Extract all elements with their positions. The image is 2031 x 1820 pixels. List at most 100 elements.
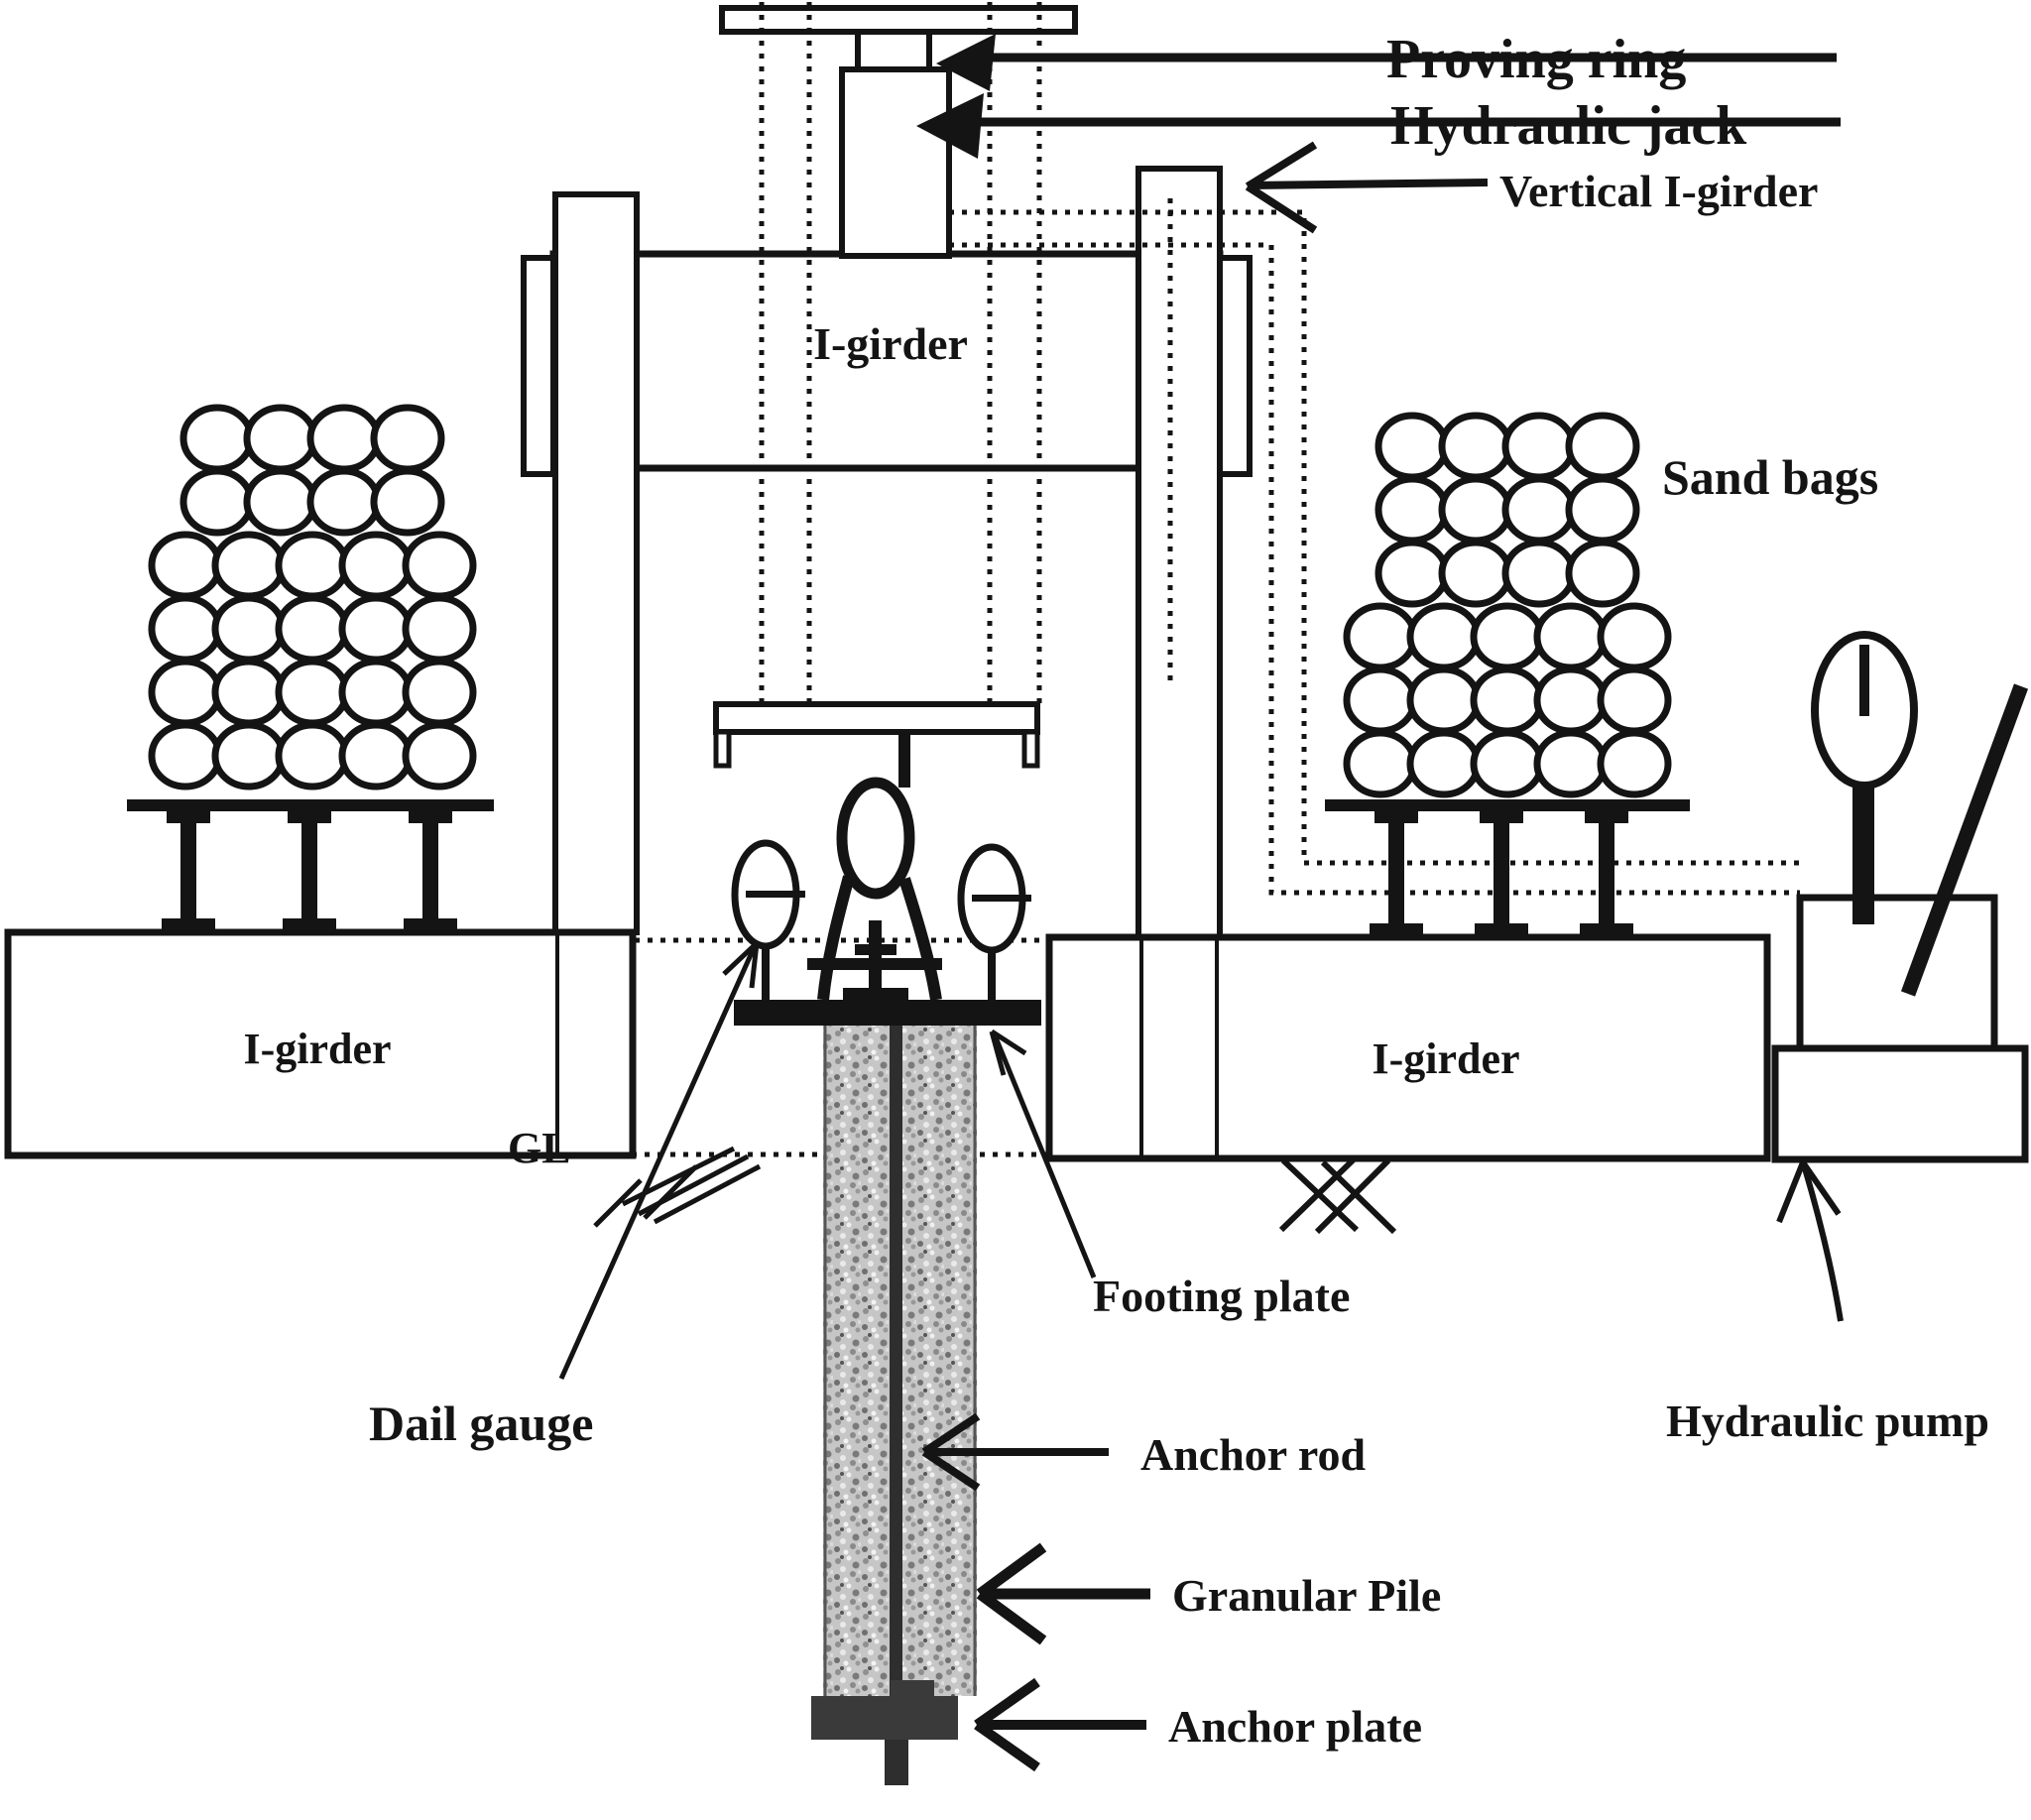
sand-bag bbox=[1438, 539, 1513, 608]
right-box-hatch-4 bbox=[1320, 1159, 1397, 1235]
label-dail-gauge: Dail gauge bbox=[369, 1395, 593, 1451]
sand-bag-stack-left bbox=[148, 404, 477, 790]
sand-bag bbox=[211, 658, 287, 727]
sand-bag bbox=[1406, 666, 1482, 735]
pump-gauge-stem bbox=[1852, 787, 1874, 924]
sand-bag bbox=[179, 404, 255, 473]
sand-bag bbox=[243, 404, 318, 473]
sand-bag bbox=[148, 594, 223, 664]
pump-leader-line bbox=[1802, 1167, 1844, 1322]
hydraulic-hose-1 bbox=[949, 209, 1800, 866]
ibeam-support bbox=[288, 811, 331, 823]
platform-right bbox=[1325, 799, 1690, 811]
sand-bag bbox=[306, 467, 382, 537]
sand-bag bbox=[1565, 412, 1640, 481]
sand-bag bbox=[1597, 729, 1672, 798]
platform-left bbox=[127, 799, 494, 811]
sand-bag bbox=[1406, 729, 1482, 798]
bottom-igirder-left bbox=[4, 928, 637, 1159]
sand-bag bbox=[275, 658, 350, 727]
sand-bag bbox=[275, 531, 350, 600]
label-footing-plate: Footing plate bbox=[1093, 1271, 1350, 1321]
sand-bag-platforms bbox=[127, 799, 1690, 811]
platform-supports-left bbox=[162, 811, 457, 932]
ibeam-support bbox=[1475, 923, 1528, 937]
labels: Proving ring Hydraulic jack Vertical I-g… bbox=[243, 29, 1988, 1752]
ibeam-support bbox=[1388, 823, 1404, 923]
sand-bag bbox=[370, 467, 445, 537]
hydraulic-jack-arrowhead bbox=[916, 93, 984, 159]
anchor-plate-arrowhead-b bbox=[974, 1720, 1040, 1772]
ibeam-support bbox=[1599, 823, 1614, 923]
footing-plate-leader bbox=[993, 1036, 1097, 1278]
label-anchor-plate: Anchor plate bbox=[1168, 1701, 1422, 1752]
gl-hatch-5 bbox=[653, 1163, 762, 1225]
sand-bag bbox=[338, 721, 414, 790]
label-hydraulic-jack: Hydraulic jack bbox=[1390, 95, 1747, 157]
sand-bag bbox=[148, 721, 223, 790]
dial-gauge-arrowhead-a bbox=[722, 941, 759, 976]
sand-bag bbox=[306, 404, 382, 473]
ibeam-support bbox=[1585, 811, 1628, 823]
right-box-hatch-2 bbox=[1314, 1157, 1391, 1235]
pile-assembly bbox=[734, 1000, 1041, 1785]
proving-ring-arrowhead bbox=[936, 34, 996, 91]
dial-gauges bbox=[731, 839, 1031, 1002]
footing-plate-arrowhead-a bbox=[990, 1029, 1027, 1056]
hydraulic-pump bbox=[1771, 631, 2029, 1163]
sand-bag bbox=[402, 721, 477, 790]
pump-base bbox=[1771, 1044, 2029, 1163]
sand-bag bbox=[1406, 602, 1482, 671]
lower-plate-tab-left bbox=[713, 729, 732, 769]
anchor-nut-plate bbox=[807, 958, 942, 970]
loading-frame bbox=[4, 5, 1771, 1162]
granular-pile-arrowhead-b bbox=[976, 1589, 1047, 1645]
label-proving-ring: Proving ring bbox=[1386, 29, 1686, 90]
ground-hatches bbox=[593, 1146, 1397, 1235]
right-box-hatch-3 bbox=[1280, 1157, 1360, 1233]
top-cross-girder bbox=[549, 250, 1224, 472]
lower-plate-tab-right bbox=[1021, 729, 1040, 769]
label-gl: GL bbox=[508, 1124, 571, 1172]
label-igirder-right: I-girder bbox=[1372, 1034, 1519, 1083]
sand-bag-stack-right bbox=[1343, 412, 1672, 798]
ibeam-support bbox=[1493, 823, 1509, 923]
ibeam-support bbox=[283, 918, 336, 932]
load-cone-left bbox=[817, 875, 855, 1001]
sand-bag bbox=[243, 467, 318, 537]
label-anchor-rod: Anchor rod bbox=[1140, 1429, 1366, 1480]
sand-bag bbox=[338, 594, 414, 664]
sand-bag bbox=[402, 594, 477, 664]
load-cone-right bbox=[898, 877, 942, 1001]
sand-bag bbox=[1565, 475, 1640, 545]
anchor-rod-arrowhead-b bbox=[921, 1448, 981, 1492]
proving-ring bbox=[836, 777, 915, 900]
sand-bag bbox=[338, 658, 414, 727]
jack-post-right bbox=[926, 32, 932, 69]
anchor-plate-step bbox=[891, 1680, 934, 1698]
sand-bag bbox=[1438, 412, 1513, 481]
gl-hatch-1 bbox=[593, 1178, 643, 1228]
granular-pile-arrowhead-a bbox=[976, 1542, 1047, 1599]
anchor-rod-arrowhead-a bbox=[921, 1412, 981, 1456]
anchor-plate-arrowhead-a bbox=[974, 1677, 1040, 1730]
sand-bag bbox=[1533, 602, 1609, 671]
proving-ring-assembly bbox=[807, 732, 942, 1001]
hydraulic-hose-2 bbox=[949, 242, 1800, 896]
sand-bag bbox=[179, 467, 255, 537]
gl-hatch-4 bbox=[637, 1153, 750, 1217]
ibeam-support bbox=[162, 918, 215, 932]
ibeam-support bbox=[409, 811, 452, 823]
sand-bag bbox=[338, 531, 414, 600]
ibeam-support bbox=[180, 823, 196, 918]
vertical-igirder-arrowhead-a bbox=[1245, 141, 1318, 190]
platform-supports-right bbox=[1370, 811, 1633, 937]
footing-plate-arrowhead-b bbox=[989, 1031, 1007, 1076]
ibeam-support bbox=[1580, 923, 1633, 937]
ibeam-support bbox=[1370, 923, 1423, 937]
sand-bag bbox=[1533, 666, 1609, 735]
gauge-stem-left bbox=[762, 944, 770, 1002]
sand-bag bbox=[1374, 539, 1450, 608]
